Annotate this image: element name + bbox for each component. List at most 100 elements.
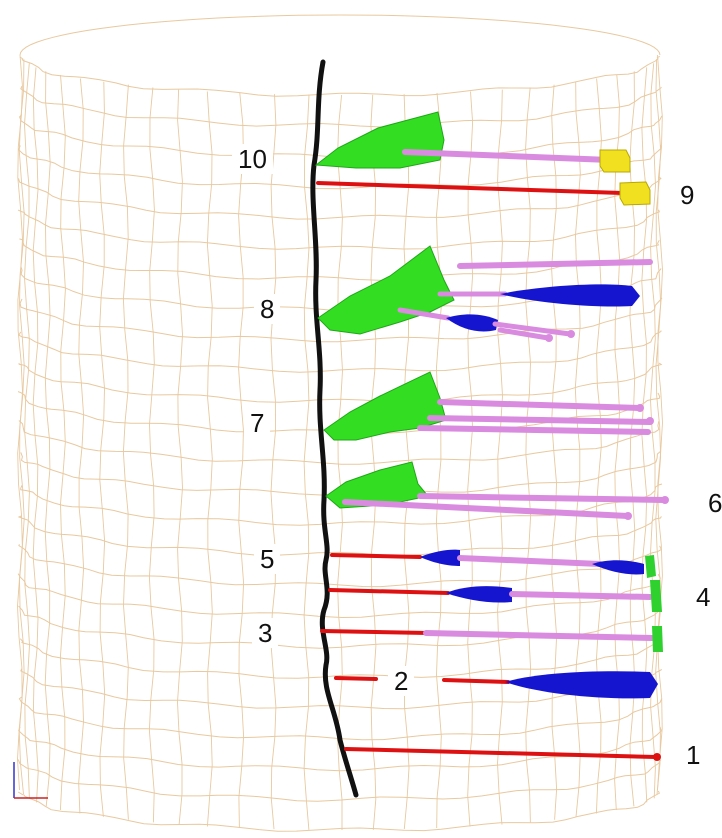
mesh-line <box>18 362 663 403</box>
label-9: 9 <box>674 180 701 210</box>
pink-lead-8c <box>397 307 451 321</box>
lead-7 <box>323 371 654 441</box>
pink-lead-4 <box>509 591 653 600</box>
mesh-line <box>303 94 310 830</box>
lead-10 <box>314 111 631 173</box>
pink-lead-8a <box>457 259 653 269</box>
mesh-line <box>18 726 662 772</box>
red-lead-9 <box>316 181 624 195</box>
green-connector-5 <box>645 555 656 578</box>
label-5: 5 <box>254 544 281 574</box>
mesh-line <box>19 14 661 56</box>
yellow-connector-10 <box>599 149 631 173</box>
mesh-line <box>44 71 51 807</box>
mesh-line <box>177 89 183 825</box>
pink-lead-3 <box>423 630 655 641</box>
mesh-line <box>18 420 660 465</box>
mesh-line <box>18 59 25 795</box>
mesh-line <box>206 91 213 827</box>
mesh-line <box>78 78 85 814</box>
lead-5 <box>330 549 656 578</box>
pink-lead-7c <box>417 425 651 435</box>
lead-9 <box>316 181 651 206</box>
blue-electrode-8a <box>500 284 640 307</box>
mesh-line <box>122 84 129 820</box>
mesh-line <box>435 92 442 829</box>
lead-8 <box>317 245 653 342</box>
mesh-line <box>17 209 660 250</box>
mesh-line <box>655 59 662 795</box>
mesh-line <box>20 483 663 526</box>
mesh-line <box>238 92 245 829</box>
lead-2 <box>334 671 658 699</box>
red-lead-1 <box>344 747 658 759</box>
green-fan-6 <box>325 461 429 509</box>
mesh-line <box>403 94 410 830</box>
mesh-line <box>497 89 503 825</box>
central-axis-curve <box>310 59 359 798</box>
blue-electrode-4 <box>446 586 512 603</box>
label-2: 2 <box>388 666 415 696</box>
pink-lead-7a <box>437 399 643 411</box>
green-connector-3 <box>652 626 663 652</box>
mesh-line <box>32 67 39 803</box>
pink-lead-7b <box>427 415 653 425</box>
mesh-line <box>337 94 343 830</box>
pink-lead-8d <box>492 321 573 337</box>
lead-1 <box>344 747 661 761</box>
pink-tip-8a <box>567 330 575 338</box>
label-10: 10 <box>232 144 273 174</box>
yellow-connector-9 <box>619 181 651 206</box>
mesh-line <box>370 94 377 830</box>
mesh-line <box>551 84 558 820</box>
green-connector-4 <box>650 580 662 612</box>
label-6: 6 <box>702 488 722 518</box>
mesh-line <box>525 87 532 823</box>
label-1: 1 <box>680 740 707 770</box>
pink-tip-7b <box>646 417 654 425</box>
mesh-line <box>18 330 662 373</box>
mesh-line <box>148 87 155 823</box>
mesh-line <box>99 81 106 817</box>
mesh-line <box>19 238 660 281</box>
pink-lead-8e <box>497 327 551 341</box>
mesh-line <box>19 637 661 679</box>
red-lead-2b <box>442 678 510 684</box>
mesh-line <box>59 74 66 811</box>
red-lead-5 <box>330 553 422 559</box>
blue-electrode-2 <box>505 671 658 699</box>
pink-lead-10 <box>402 149 613 163</box>
mesh-line <box>19 55 660 97</box>
label-8: 8 <box>254 294 281 324</box>
mesh-line <box>17 790 660 832</box>
red-lead-3 <box>320 629 430 635</box>
pink-lead-6b <box>342 499 631 519</box>
pink-tip-7a <box>636 404 644 412</box>
mesh-line <box>20 86 662 128</box>
red-lead-2a <box>334 676 378 681</box>
green-fan-10 <box>314 111 445 169</box>
mesh-line <box>17 515 662 557</box>
mesh-line <box>595 78 602 814</box>
blue-electrode-5b <box>592 560 644 575</box>
lead-4 <box>328 580 662 612</box>
pink-tip-6a <box>661 496 669 504</box>
mesh-line <box>24 63 30 799</box>
mesh-line <box>467 91 474 827</box>
lead-3 <box>320 626 663 652</box>
pink-lead-6a <box>417 493 667 503</box>
blue-electrode-8b <box>446 314 498 332</box>
lead-6 <box>325 461 669 520</box>
blue-electrode-5a <box>420 549 460 566</box>
red-tip-1 <box>653 753 661 761</box>
corner-axis-triad <box>13 762 48 799</box>
label-7: 7 <box>244 408 271 438</box>
label-4: 4 <box>690 582 717 612</box>
pink-lead-5 <box>457 555 603 567</box>
label-3: 3 <box>252 618 279 648</box>
red-lead-4 <box>328 588 450 595</box>
pink-tip-6b <box>624 512 632 520</box>
mesh-line <box>17 757 662 802</box>
mesh-line <box>657 54 663 791</box>
pink-tip-8b <box>545 334 553 342</box>
